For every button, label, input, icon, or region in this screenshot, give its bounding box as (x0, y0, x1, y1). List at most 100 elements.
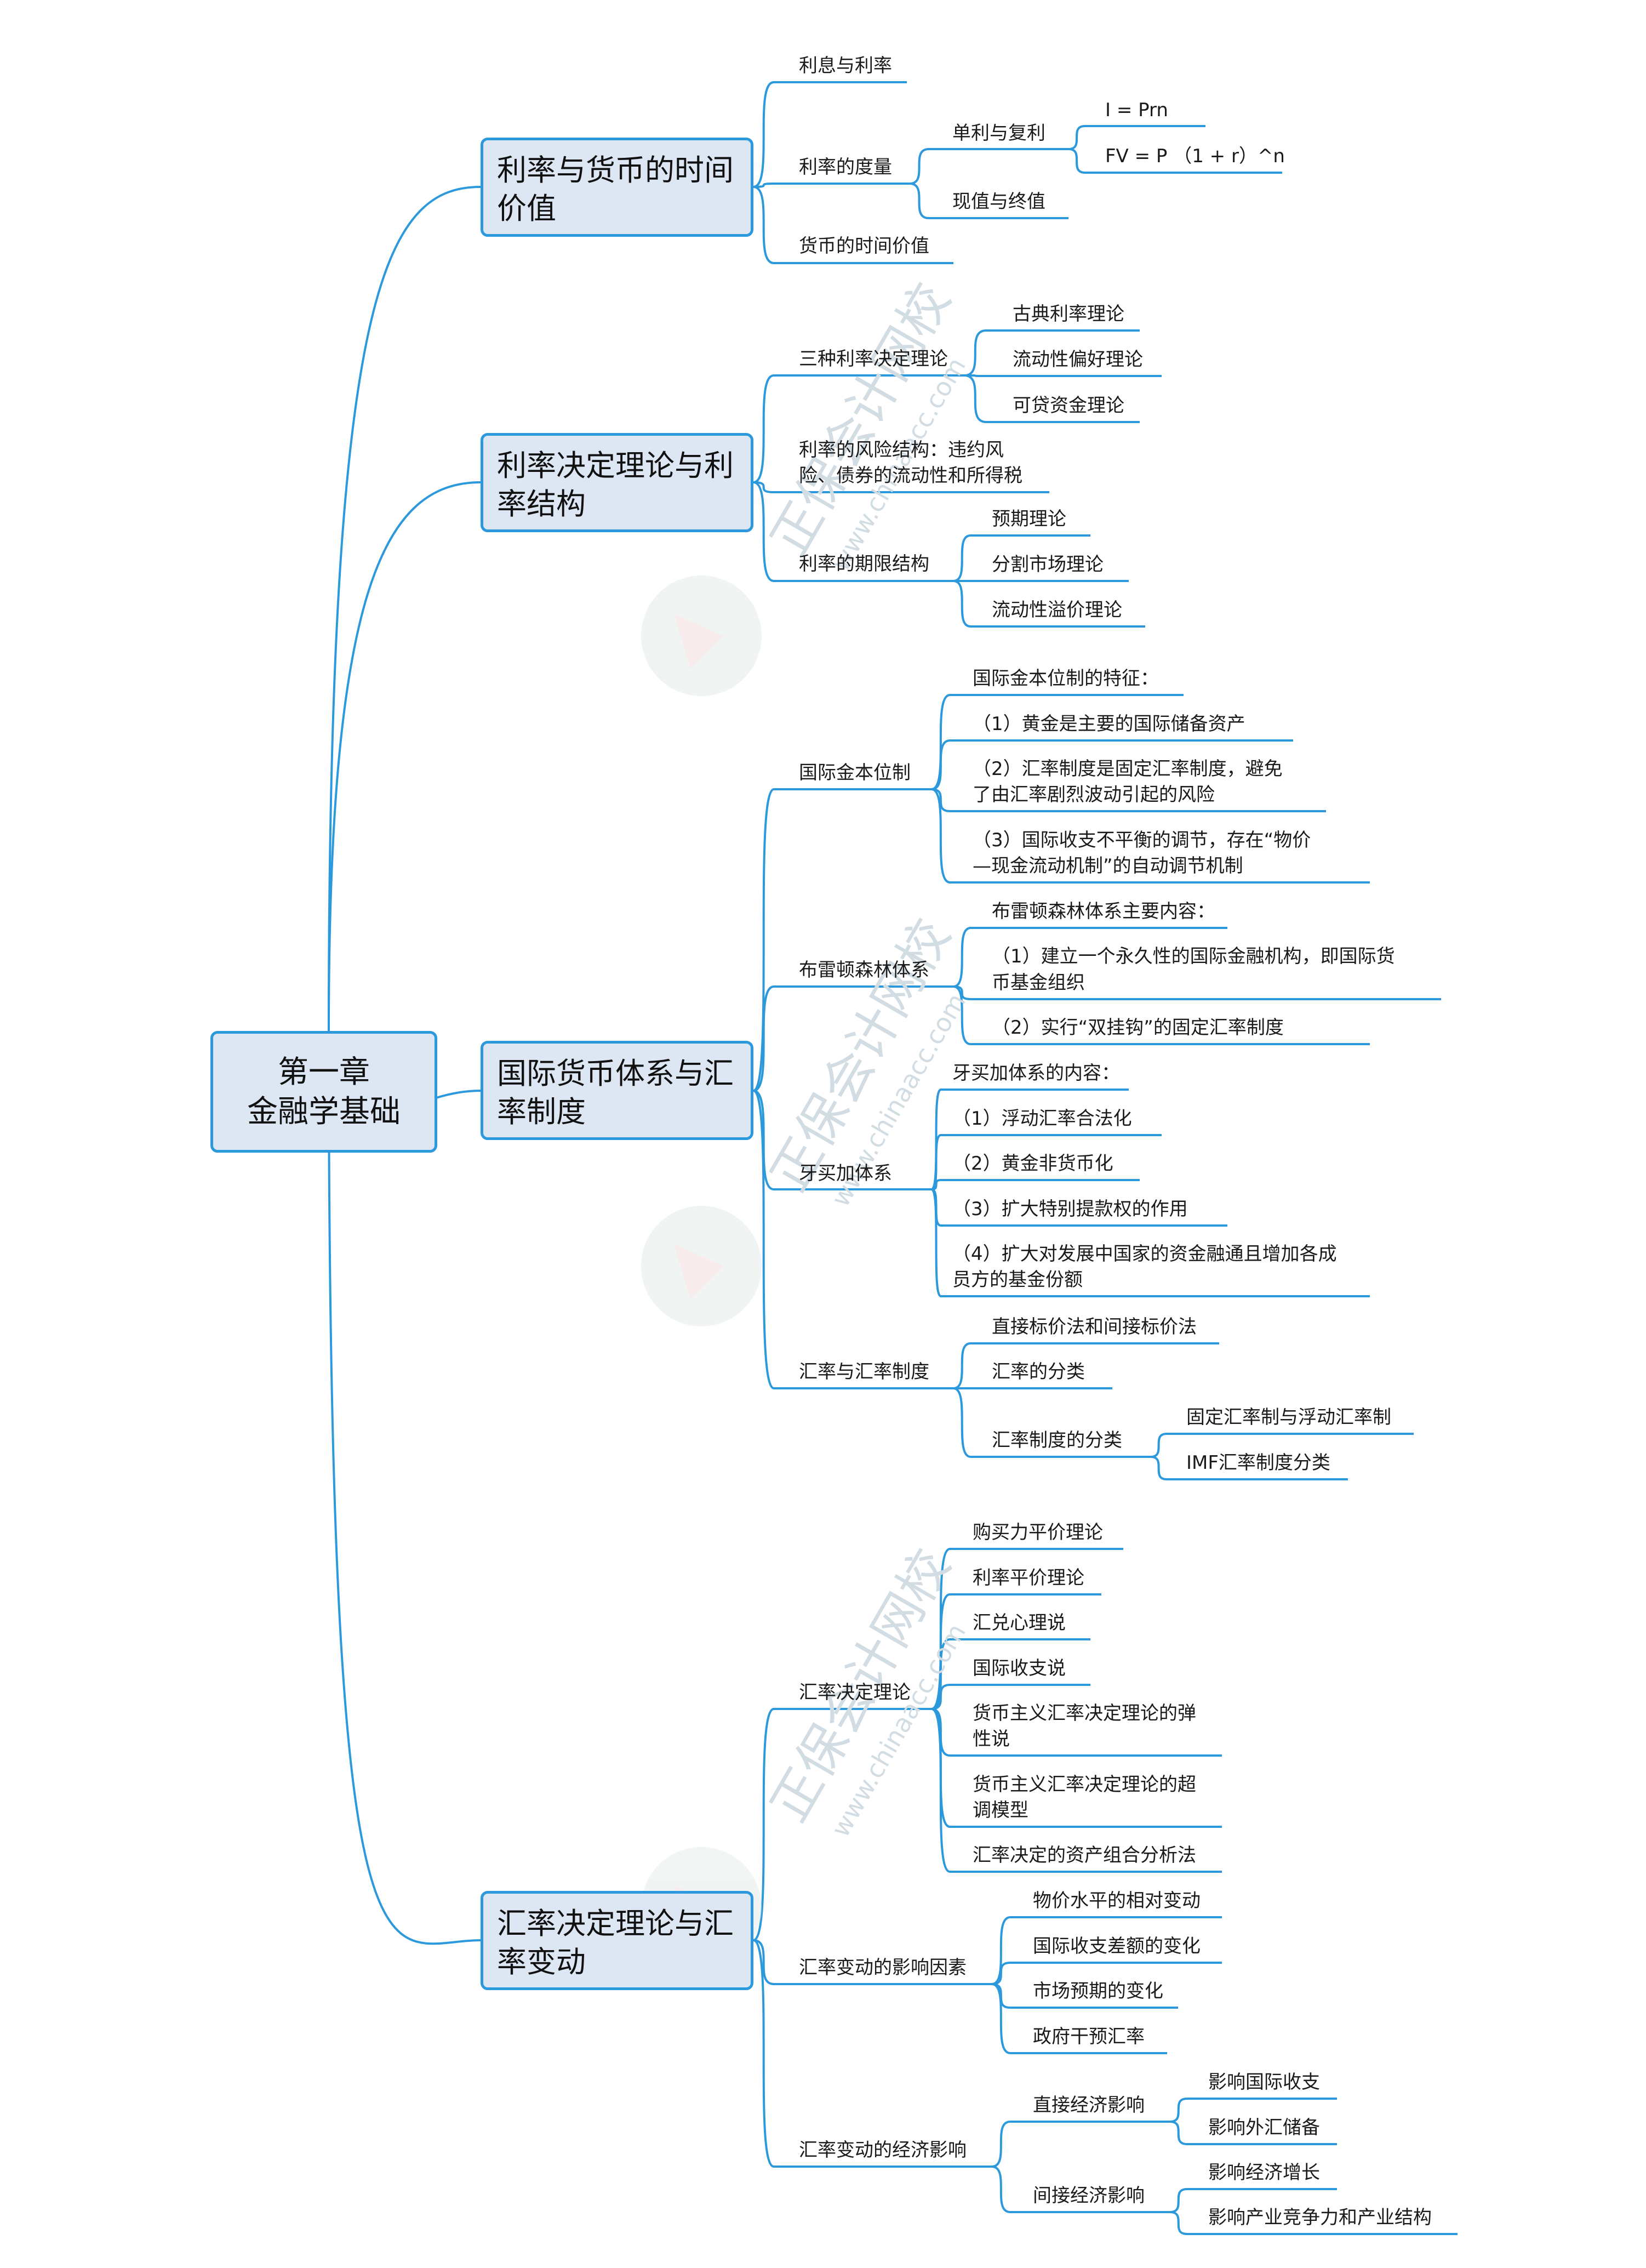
topic-label[interactable]: 国际收支差额的变化 (1033, 1935, 1201, 1957)
topic-label[interactable]: FV = P （1 + r）^n (1105, 145, 1285, 167)
topic-label[interactable]: 单利与复利 (952, 122, 1045, 144)
connector-line (991, 2121, 1170, 2168)
topic-label[interactable]: 汇率的分类 (992, 1361, 1085, 1383)
topic-label[interactable]: 利率的风险结构：违约风 (799, 439, 1004, 461)
main-topic-exchange-rate[interactable]: 汇率决定理论与汇 率变动 (481, 1891, 753, 1990)
main-topic-line: 利率与货币的时间 (497, 153, 734, 187)
topic-label[interactable]: 汇兑心理说 (973, 1612, 1066, 1634)
topic-label[interactable]: 汇率决定理论 (799, 1682, 911, 1703)
topic-label[interactable]: I = Prn (1105, 99, 1168, 121)
topic-label[interactable]: 直接经济影响 (1033, 2094, 1145, 2116)
topic-label[interactable]: （1）建立一个永久性的国际金融机构，即国际货 (992, 945, 1395, 967)
topic-label[interactable]: —现金流动机制”的自动调节机制 (973, 855, 1243, 877)
topic-label[interactable]: 货币的时间价值 (799, 235, 929, 257)
topic-label[interactable]: 现值与终值 (952, 191, 1045, 213)
topic-label[interactable]: 影响外汇储备 (1208, 2117, 1320, 2139)
topic-label[interactable]: 货币主义汇率决定理论的弹 (973, 1702, 1196, 1724)
topic-label[interactable]: （3）国际收支不平衡的调节，存在“物价 (973, 829, 1311, 851)
connector-line (931, 788, 1326, 812)
main-topic-time-value[interactable]: 利率与货币的时间 价值 (481, 138, 753, 237)
connector-line (1169, 2121, 1337, 2145)
topic-label[interactable]: 布雷顿森林体系 (799, 959, 929, 981)
topic-label[interactable]: （2）汇率制度是固定汇率制度，避免 (973, 758, 1283, 780)
topic-label[interactable]: 直接标价法和间接标价法 (992, 1316, 1197, 1338)
topic-label[interactable]: （2）实行“双挂钩”的固定汇率制度 (992, 1017, 1284, 1039)
main-topic-line: 率结构 (497, 487, 586, 521)
connector-line (931, 1638, 1090, 1710)
topic-label[interactable]: 古典利率理论 (1013, 303, 1124, 325)
topic-label[interactable]: 可贷资金理论 (1013, 395, 1124, 417)
connector-line (964, 329, 1140, 377)
topic-label[interactable]: 调模型 (973, 1799, 1028, 1821)
topic-label[interactable]: 货币主义汇率决定理论的超 (973, 1774, 1196, 1796)
topic-label[interactable]: 汇率制度的分类 (992, 1429, 1122, 1451)
root-line: 第一章 (278, 1055, 370, 1090)
topic-label[interactable]: （1）黄金是主要的国际储备资产 (973, 713, 1245, 735)
topic-label[interactable]: 汇率变动的影响因素 (799, 1957, 967, 1979)
connector-line (328, 1030, 481, 1945)
connector-line (753, 186, 953, 264)
root-topic[interactable]: 第一章 金融学基础 (210, 1031, 437, 1153)
topic-label[interactable]: 国际金本位制的特征： (973, 668, 1159, 689)
topic-label[interactable]: 间接经济影响 (1033, 2185, 1145, 2207)
connector-line (753, 481, 1049, 493)
topic-label[interactable]: （2）黄金非货币化 (952, 1153, 1113, 1175)
topic-label[interactable]: 员方的基金份额 (952, 1269, 1083, 1291)
topic-label[interactable]: 牙买加体系的内容： (952, 1062, 1120, 1084)
connector-line (1068, 148, 1282, 174)
main-topic-interest-theory[interactable]: 利率决定理论与利 率结构 (481, 433, 753, 532)
topic-label[interactable]: 流动性溢价理论 (992, 599, 1122, 621)
connector-line (931, 1134, 1162, 1190)
connector-line (1068, 125, 1205, 150)
topic-label[interactable]: 流动性偏好理论 (1013, 349, 1143, 371)
topic-label[interactable]: IMF汇率制度分类 (1186, 1452, 1330, 1474)
connector-line (931, 1179, 1140, 1190)
topic-label[interactable]: 汇率决定的资产组合分析法 (973, 1844, 1196, 1866)
connector-line (931, 788, 1370, 884)
topic-label[interactable]: 汇率变动的经济影响 (799, 2139, 967, 2161)
topic-label[interactable]: 性说 (973, 1728, 1010, 1750)
topic-label[interactable]: 布雷顿森林体系主要内容： (992, 901, 1215, 922)
topic-label[interactable]: 三种利率决定理论 (799, 348, 948, 370)
topic-label[interactable]: 利率的期限结构 (799, 553, 929, 575)
topic-label[interactable]: 影响国际收支 (1208, 2071, 1320, 2093)
topic-label[interactable]: 利率平价理论 (973, 1567, 1084, 1589)
connector-line (909, 148, 1068, 185)
connector-line (991, 2166, 1170, 2213)
main-topic-line: 国际货币体系与汇 (497, 1056, 734, 1091)
topic-label[interactable]: （3）扩大特别提款权的作用 (952, 1198, 1188, 1220)
topic-label[interactable]: 汇率与汇率制度 (799, 1361, 929, 1383)
topic-label[interactable]: 币基金组织 (992, 972, 1085, 994)
connector-line (1150, 1433, 1414, 1458)
topic-label[interactable]: 利率的度量 (799, 156, 892, 178)
topic-label[interactable]: 固定汇率制与浮动汇率制 (1186, 1406, 1391, 1428)
connector-line (1169, 2098, 1337, 2123)
connector-line (931, 1708, 1222, 1873)
topic-label[interactable]: 市场预期的变化 (1033, 1980, 1163, 2002)
connector-line (931, 1593, 1101, 1710)
connector-line (991, 1962, 1222, 1985)
topic-label[interactable]: 利息与利率 (799, 55, 892, 77)
topic-label[interactable]: 影响经济增长 (1208, 2162, 1320, 2184)
topic-label[interactable]: 国际收支说 (973, 1657, 1066, 1679)
topic-label[interactable]: 国际金本位制 (799, 762, 911, 784)
topic-label[interactable]: 牙买加体系 (799, 1163, 892, 1184)
topic-label[interactable]: 预期理论 (992, 508, 1066, 530)
connector-line (953, 985, 1441, 1000)
connector-line (909, 183, 1068, 219)
main-topic-monetary-system[interactable]: 国际货币体系与汇 率制度 (481, 1041, 753, 1140)
topic-label[interactable]: 了由汇率剧烈波动引起的风险 (973, 784, 1215, 806)
connector-line (991, 1983, 1167, 2054)
topic-label[interactable]: 政府干预汇率 (1033, 2026, 1145, 2048)
topic-label[interactable]: 分割市场理论 (992, 554, 1104, 575)
connector-line (1169, 2188, 1337, 2213)
main-topic-line: 汇率决定理论与汇 (497, 1906, 734, 1941)
topic-label[interactable]: 物价水平的相对变动 (1033, 1890, 1201, 1912)
topic-label[interactable]: （1）浮动汇率合法化 (952, 1108, 1132, 1130)
connector-line (931, 694, 1184, 790)
topic-label[interactable]: 购买力平价理论 (973, 1522, 1103, 1543)
connector-line (953, 927, 1227, 988)
topic-label[interactable]: 影响产业竞争力和产业结构 (1208, 2207, 1432, 2229)
topic-label[interactable]: （4）扩大对发展中国家的资金融通且增加各成 (952, 1243, 1337, 1265)
topic-label[interactable]: 险、债券的流动性和所得税 (799, 465, 1022, 487)
